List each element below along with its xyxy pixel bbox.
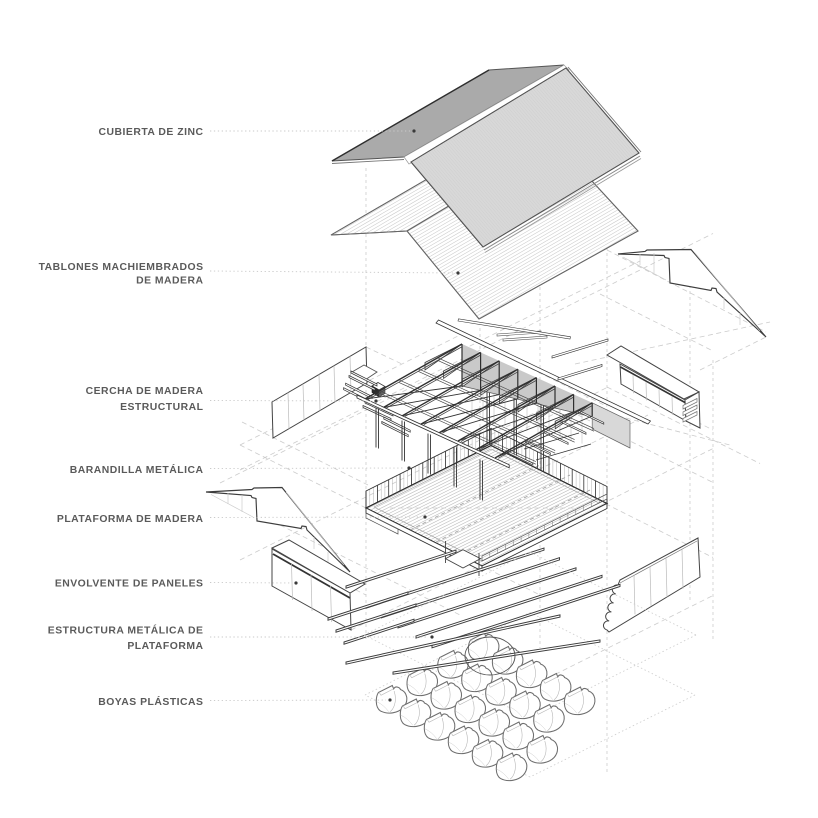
svg-text:DE MADERA: DE MADERA [136, 276, 203, 287]
svg-text:CUBIERTA DE ZINC: CUBIERTA DE ZINC [99, 127, 204, 138]
svg-text:CERCHA DE MADERA: CERCHA DE MADERA [86, 386, 204, 397]
svg-text:BOYAS PLÁSTICAS: BOYAS PLÁSTICAS [98, 695, 203, 708]
svg-text:BARANDILLA METÁLICA: BARANDILLA METÁLICA [70, 463, 204, 476]
svg-text:ENVOLVENTE DE PANELES: ENVOLVENTE DE PANELES [55, 579, 204, 590]
svg-text:PLATAFORMA DE MADERA: PLATAFORMA DE MADERA [57, 514, 204, 525]
svg-text:TABLONES MACHIEMBRADOS: TABLONES MACHIEMBRADOS [39, 262, 204, 273]
svg-text:ESTRUCTURAL: ESTRUCTURAL [120, 402, 204, 413]
svg-text:ESTRUCTURA METÁLICA DE: ESTRUCTURA METÁLICA DE [48, 624, 204, 637]
svg-text:PLATAFORMA: PLATAFORMA [127, 641, 203, 652]
